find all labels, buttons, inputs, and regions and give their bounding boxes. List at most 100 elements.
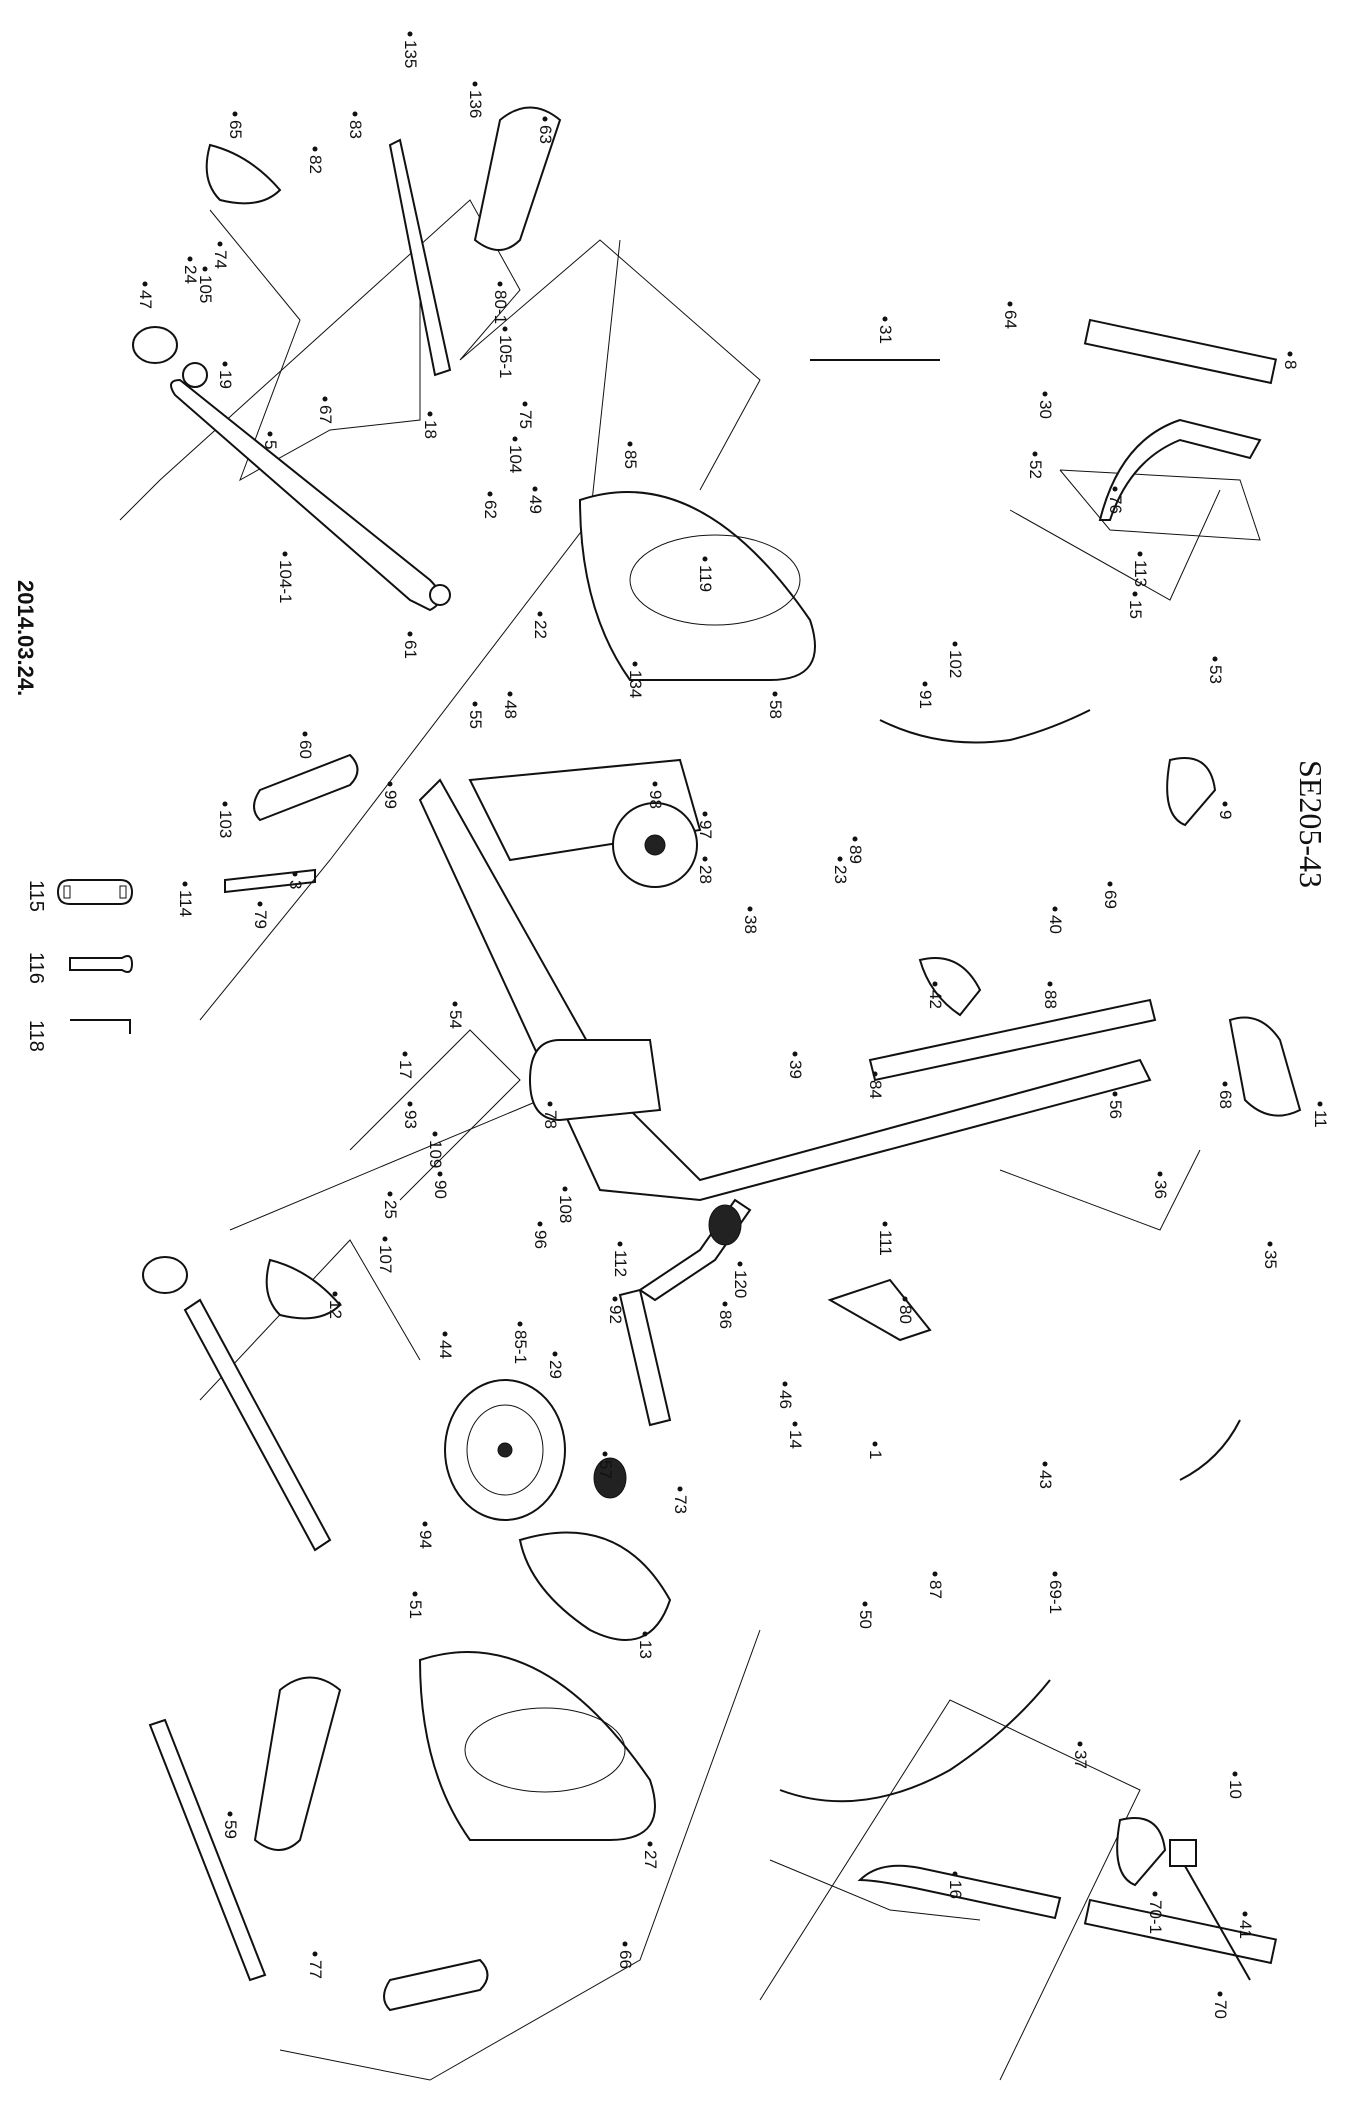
callout-leader-dot <box>1267 1241 1273 1247</box>
callout-number: 119 <box>696 565 715 592</box>
callout-88: 88 <box>1041 981 1060 1009</box>
callout-leader-dot <box>537 611 543 617</box>
callout-number: 15 <box>1126 600 1145 619</box>
callout-leader-dot <box>702 556 708 562</box>
callout-number: 54 <box>446 1010 465 1029</box>
callout-10: 10 <box>1226 1771 1245 1799</box>
callout-leader-dot <box>437 1171 443 1177</box>
callout-number: 51 <box>406 1600 425 1619</box>
callout-leader-dot <box>257 901 263 907</box>
callout-30: 30 <box>1036 391 1055 419</box>
callout-number: 102 <box>946 650 965 678</box>
callout-leader-dot <box>552 1351 558 1357</box>
callout-number: 85-1 <box>511 1330 530 1364</box>
callout-leader-dot <box>782 1381 788 1387</box>
callout-69-1: 69-1 <box>1046 1571 1065 1614</box>
callout-number: 10 <box>1226 1780 1245 1799</box>
callout-leader-dot <box>1007 301 1013 307</box>
callout-leader-dot <box>622 1941 628 1947</box>
callout-number: 111 <box>876 1230 895 1256</box>
callout-42: 42 <box>926 981 945 1009</box>
callout-52: 52 <box>1026 451 1045 479</box>
callout-leader-dot <box>1042 1461 1048 1467</box>
callout-number: 135 <box>401 40 420 68</box>
tool-label-115: 115 <box>25 880 47 912</box>
callout-leader-dot <box>412 1591 418 1597</box>
callout-76: 76 <box>1106 486 1125 514</box>
callout-69: 69 <box>1101 881 1120 909</box>
callout-number: 108 <box>556 1195 575 1223</box>
callout-number: 70 <box>1211 2000 1230 2019</box>
callout-74: 74 <box>211 241 230 269</box>
callout-number: 31 <box>876 325 895 344</box>
callout-leader-dot <box>882 1221 888 1227</box>
callout-leader-dot <box>1317 1101 1323 1107</box>
callout-leader-dot <box>142 281 148 287</box>
callout-number: 120 <box>731 1270 750 1298</box>
callout-85-1: 85-1 <box>511 1321 530 1364</box>
callout-number: 113 <box>1131 560 1150 587</box>
callout-19: 19 <box>216 361 235 389</box>
callout-leader-dot <box>617 1241 623 1247</box>
callout-number: 14 <box>786 1430 805 1449</box>
callout-120: 120 <box>731 1261 750 1298</box>
callout-leader-dot <box>422 1521 428 1527</box>
callout-67: 67 <box>316 396 335 424</box>
callout-leader-dot <box>407 31 413 37</box>
callout-number: 29 <box>546 1360 565 1379</box>
callout-86: 86 <box>716 1301 735 1329</box>
callout-number: 62 <box>481 500 500 519</box>
callout-leader-dot <box>352 111 358 117</box>
parts <box>132 106 1302 2012</box>
callout-number: 39 <box>786 1060 805 1079</box>
callout-leader-dot <box>232 111 238 117</box>
callout-49: 49 <box>526 486 545 514</box>
callout-62: 62 <box>481 491 500 519</box>
callout-leader-dot <box>852 836 858 842</box>
tool-wrench-116: 116 <box>25 952 134 984</box>
callout-35: 35 <box>1261 1241 1280 1269</box>
callout-leader-dot <box>1222 801 1228 807</box>
tool-hexkey-118: 118 <box>25 1019 131 1052</box>
callout-103: 103 <box>216 801 235 838</box>
callout-111: 111 <box>876 1221 895 1256</box>
callout-23: 23 <box>831 856 850 884</box>
callout-leader-dot <box>452 1001 458 1007</box>
callout-leader-dot <box>647 1841 653 1847</box>
callout-number: 76 <box>1106 495 1125 514</box>
callout-leader-dot <box>952 1871 958 1877</box>
callout-leader-dot <box>1217 1991 1223 1997</box>
callout-leader-dot <box>1242 1911 1248 1917</box>
callout-51: 51 <box>406 1591 425 1619</box>
callout-number: 43 <box>1036 1470 1055 1489</box>
callout-61: 61 <box>401 631 420 659</box>
callout-leader-dot <box>652 781 658 787</box>
callout-number: 94 <box>416 1530 435 1549</box>
callout-number: 98 <box>646 790 665 809</box>
callout-134: 134 <box>626 661 645 698</box>
callout-leader-dot <box>487 491 493 497</box>
callout-107: 107 <box>376 1236 395 1273</box>
callout-40: 40 <box>1046 906 1065 934</box>
callout-number: 91 <box>916 690 935 709</box>
callout-75: 75 <box>516 401 535 429</box>
callout-number: 105 <box>196 275 215 303</box>
callout-91: 91 <box>916 681 935 709</box>
callout-leader-dot <box>332 1291 338 1297</box>
callout-109: 109 <box>426 1131 445 1168</box>
callout-104: 104 <box>506 436 525 473</box>
callout-number: 112 <box>611 1250 630 1277</box>
callout-leader-dot <box>882 316 888 322</box>
callout-number: 64 <box>1001 310 1020 329</box>
callout-number: 17 <box>396 1060 415 1079</box>
callout-number: 37 <box>1071 1750 1090 1769</box>
callout-number: 49 <box>526 495 545 514</box>
callout-number: 84 <box>866 1080 885 1099</box>
callout-number: 63 <box>536 125 555 144</box>
callout-leader-dot <box>772 691 778 697</box>
callout-number: 86 <box>716 1310 735 1329</box>
callout-number: 24 <box>181 265 200 284</box>
callout-leader-dot <box>387 781 393 787</box>
callout-number: 109 <box>426 1140 445 1168</box>
